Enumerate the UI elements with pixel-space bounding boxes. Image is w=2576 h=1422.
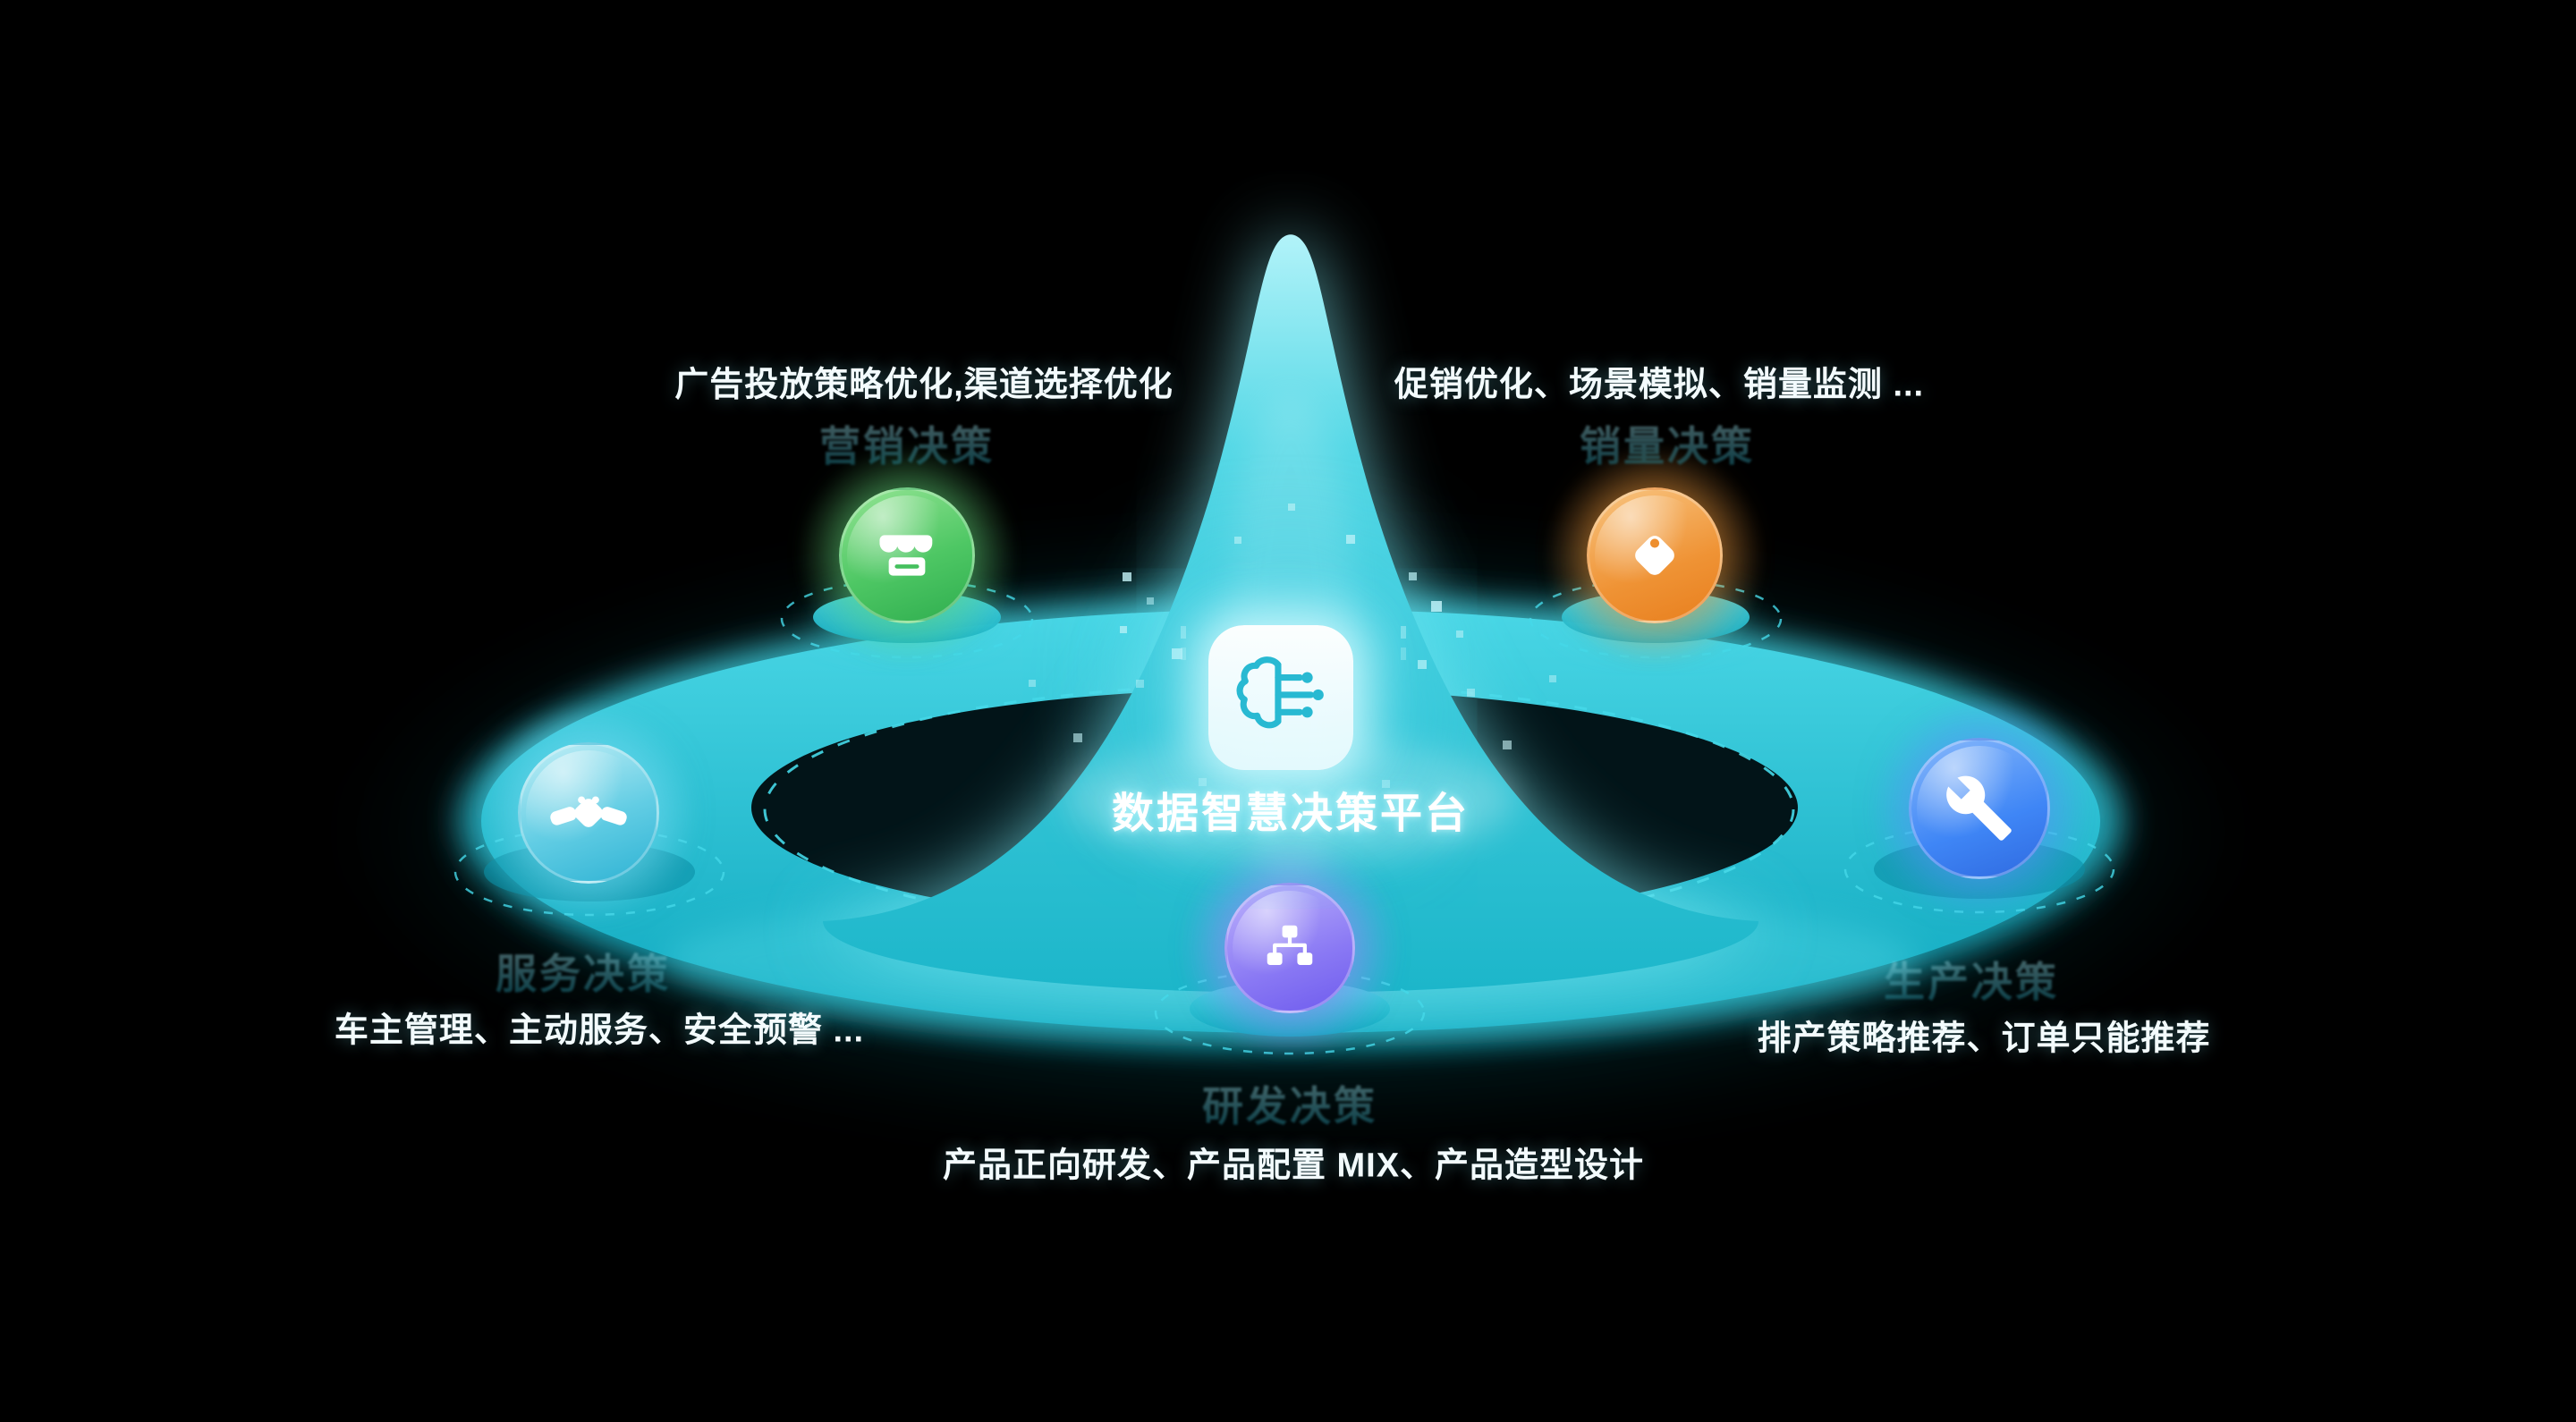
service-circle [518, 742, 659, 884]
service-desc: 车主管理、主动服务、安全预警 ... [334, 1011, 865, 1050]
data-pixel-field [1029, 504, 1556, 788]
wrench-icon [1946, 775, 2012, 841]
rnd-label: 研发决策 [1202, 1074, 1377, 1133]
handshake-icon [550, 796, 627, 827]
service-label: 服务决策 [496, 942, 671, 1001]
node-service [468, 692, 709, 934]
production-label: 生产决策 [1884, 950, 2059, 1009]
production-circle [1909, 738, 2050, 879]
marketing-label: 营销决策 [819, 414, 995, 473]
rnd-circle [1224, 883, 1355, 1013]
node-production [1859, 688, 2100, 929]
sales-label: 销量决策 [1580, 414, 1755, 473]
node-sales [1534, 435, 1775, 676]
title-glow [1067, 738, 1514, 863]
sitemap-icon [1267, 925, 1313, 965]
sales-desc: 促销优化、场景模拟、销量监测 ... [1394, 366, 1925, 404]
marketing-circle [839, 487, 975, 623]
production-desc: 排产策略推荐、订单只能推荐 [1757, 1020, 2211, 1058]
brain-circuit-icon [1236, 656, 1324, 729]
price-tag-icon [1635, 536, 1674, 575]
brain-card [1208, 625, 1353, 770]
sales-circle [1587, 487, 1723, 623]
node-marketing [786, 435, 1028, 676]
rnd-desc: 产品正向研发、产品配置 MIX、产品造型设计 [942, 1147, 1645, 1185]
storefront-icon [879, 535, 933, 576]
platform-title: 数据智慧决策平台 [1112, 789, 1470, 837]
node-rnd [1169, 827, 1411, 1069]
marketing-desc: 广告投放策略优化,渠道选择优化 [674, 366, 1174, 404]
